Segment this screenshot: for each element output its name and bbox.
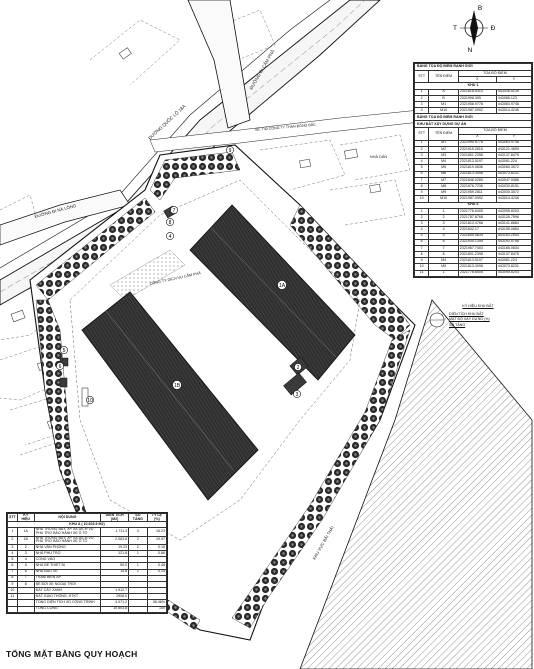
table-cell [128, 605, 148, 613]
compass: B N T Đ [453, 5, 496, 54]
building-1a [189, 204, 356, 381]
internal-road [69, 179, 361, 541]
table-header: KÝ HIỆU [16, 512, 35, 523]
table-cell: 10.603.8 [100, 605, 130, 613]
legend-line-2: MẬT ĐỘ XÂY DỰNG (%) [449, 317, 490, 322]
marker-5: 5 [60, 346, 68, 354]
marker-3: 3 [293, 390, 301, 398]
zone-markers: 1B 1A 2 3 4 5 6 7 8 9 10 [56, 146, 302, 404]
table-cell: 1 [428, 269, 459, 277]
label-road-main: ĐƯỜNG QUỐC LỘ 18A [147, 103, 187, 141]
label-waste-area: KHU VỰC BÃI THẢI [312, 525, 335, 560]
col-stt: STT [413, 69, 430, 84]
table-cell [16, 605, 35, 613]
table-cell: 3 [128, 527, 148, 537]
table-title-2b: KHU ĐẤT XÂY DỰNG DỰ ÁN [414, 120, 532, 129]
table-title: BẢNG TỌA ĐỘ ĐIỂM RANH GIỚI [414, 63, 532, 71]
svg-text:3: 3 [296, 392, 299, 398]
svg-text:9: 9 [229, 148, 232, 154]
legend-symbol [429, 312, 445, 328]
marker-4: 4 [166, 232, 174, 240]
legend-line-3: SỐ TẦNG [449, 322, 466, 327]
svg-text:6: 6 [59, 364, 62, 370]
parking-area [109, 249, 186, 301]
marker-8: 8 [166, 218, 174, 226]
table-cell: 1B [16, 535, 35, 545]
table-cell: 100 [146, 605, 168, 613]
col-name: TÊN ĐIỂM [428, 69, 459, 84]
table-cell: 16.23 [146, 527, 168, 537]
table-title-2: BẢNG TỌA ĐỘ ĐIỂM RANH GIỚI [414, 113, 532, 122]
table-header: SỐ TẦNG [128, 512, 148, 523]
table-cell [7, 605, 18, 613]
svg-text:7: 7 [173, 208, 176, 214]
compass-north: B [478, 5, 482, 12]
table-cell: 11 [413, 269, 430, 277]
col-stt: STT [413, 127, 430, 141]
table-header: TỶ LỆ (%) [146, 512, 168, 523]
col-name: TÊN ĐIỂM [428, 127, 459, 141]
table-cell: 1 [7, 527, 18, 537]
table-cell: 4 [413, 107, 430, 115]
building-1b [81, 291, 259, 501]
table-cell: 2 [128, 535, 148, 545]
compass-west: T [453, 25, 457, 32]
marker-1b: 1B [172, 380, 182, 390]
svg-text:5: 5 [63, 348, 66, 354]
marker-10: 10 [86, 396, 94, 404]
marker-2: 2 [294, 363, 302, 371]
table-header: NỘI DUNG [33, 512, 102, 523]
svg-text:8: 8 [169, 220, 172, 226]
table-cell: 443095.8203 [495, 269, 533, 277]
table-cell: NHÀ TRƯNG BÀY, XP VÀ DỊCH VỤ PHỤ TRỢ BẢO… [33, 535, 102, 545]
marker-6: 6 [56, 362, 64, 370]
marker-9: 9 [226, 146, 234, 154]
svg-text:1B: 1B [174, 383, 181, 389]
label-road-top: SB. T40 CÔNG TY THAN ĐÔNG BẮC [255, 122, 317, 132]
table-cell: 443014.4246 [495, 107, 533, 115]
table-cell: TỔNG CỘNG [33, 605, 102, 613]
svg-text:10: 10 [87, 398, 93, 404]
table-cell: 1A [16, 527, 35, 537]
table-cell: 2.083.8 [100, 535, 130, 545]
zone-row: KHU A ( 10.603.9 M2) [7, 521, 167, 529]
table-header: STT [7, 512, 18, 523]
parcel-lines [0, 9, 411, 491]
compass-south: N [468, 47, 473, 54]
legend-line-1: DIỆN TÍCH KHU ĐẤT [449, 311, 484, 316]
road-branch [187, 0, 251, 129]
table-cell: 1.711.3 [100, 527, 130, 537]
label-neighbor: NHÀ DÂN [370, 154, 387, 159]
table-cell: 2321776.6405 [457, 269, 497, 277]
marker-1a: 1A [277, 280, 287, 290]
table-cell: NHÀ TRƯNG BÀY, XP VÀ DỊCH VỤ PHỤ TRỢ BẢO… [33, 527, 102, 537]
svg-text:1A: 1A [279, 283, 286, 289]
svg-text:4: 4 [169, 234, 172, 240]
table-cell: 2 [7, 535, 18, 545]
page-title: TỔNG MẶT BẰNG QUY HOẠCH [6, 649, 138, 659]
boundary-coordinates-table: BẢNG TỌA ĐỘ ĐIỂM RANH GIỚI STT TÊN ĐIỂM … [413, 62, 533, 278]
waste-area [299, 299, 533, 669]
legend-title: KÝ HIỆU KHU ĐẤT [462, 304, 494, 308]
table-cell: 19.97 [146, 535, 168, 545]
svg-text:2: 2 [297, 365, 300, 371]
compass-east: Đ [491, 25, 496, 32]
table-header: DIỆN TÍCH (M2) [100, 512, 130, 523]
legend: KÝ HIỆU KHU ĐẤT DIỆN TÍCH KHU ĐẤT MẬT ĐỘ… [428, 304, 528, 346]
marker-7: 7 [170, 206, 178, 214]
